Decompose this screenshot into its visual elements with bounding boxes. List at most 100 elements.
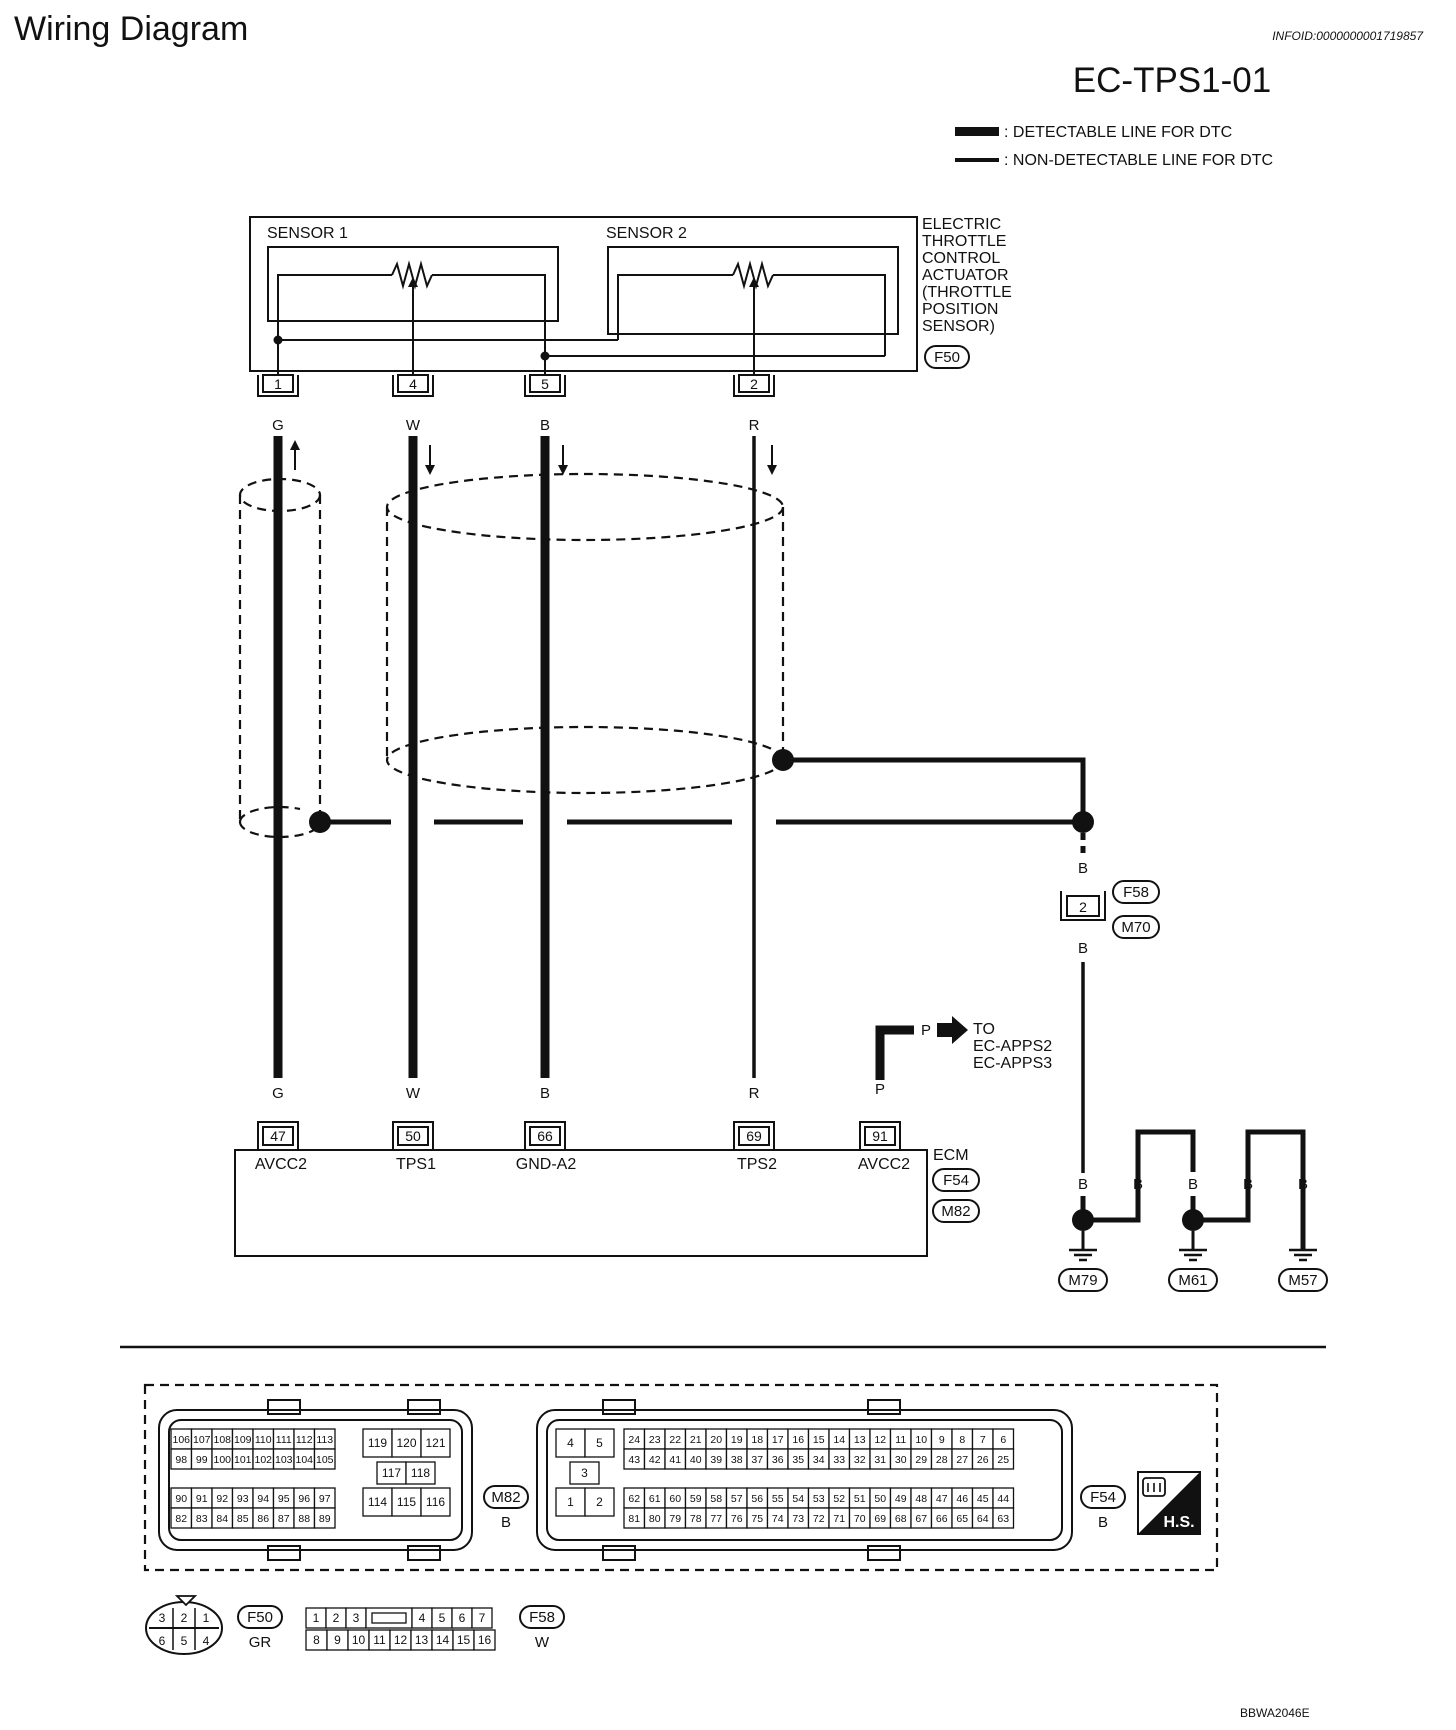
connector-cavity: 42 [643, 1448, 666, 1470]
sensor2-loop [617, 274, 733, 340]
connector-cavity: 10 [910, 1428, 933, 1450]
connector-cavity-label: 3 [159, 1611, 166, 1625]
svg-text:40: 40 [690, 1454, 702, 1466]
connector-cavity: 96 [293, 1487, 316, 1509]
svg-text:3: 3 [353, 1611, 360, 1625]
connector-cavity: 1 [305, 1607, 327, 1629]
connector-cavity: 25 [992, 1448, 1015, 1470]
ecm: 47 50 66 69 91 AVCC2 TPS1 GND-A2 TPS2 AV… [234, 1121, 980, 1257]
connector-cavity: 51 [848, 1487, 871, 1509]
svg-text:2: 2 [596, 1495, 603, 1509]
connector-cavity: 12 [869, 1428, 892, 1450]
svg-text:42: 42 [649, 1454, 661, 1466]
svg-text:62: 62 [628, 1493, 640, 1505]
svg-text:109: 109 [234, 1434, 252, 1446]
wire-color-r-top: R [749, 417, 760, 434]
svg-text:75: 75 [751, 1513, 763, 1525]
svg-text:106: 106 [172, 1434, 190, 1446]
svg-text:98: 98 [175, 1454, 187, 1466]
connector-cavity: 107 [190, 1428, 213, 1450]
connector-cavity: 82 [170, 1507, 193, 1529]
svg-text:19: 19 [731, 1434, 743, 1446]
connector-cavity: 72 [807, 1507, 830, 1529]
connector-cavity: 30 [889, 1448, 912, 1470]
svg-text:4: 4 [419, 1611, 426, 1625]
ground-m79-dot [1072, 1209, 1094, 1231]
wire-color-b-bottom: B [540, 1085, 550, 1102]
svg-text:50: 50 [874, 1493, 886, 1505]
ecm-signal-tps2: TPS2 [737, 1156, 777, 1173]
svg-text:39: 39 [710, 1454, 722, 1466]
connector-cavity: 100 [211, 1448, 234, 1470]
f50-view-label: F50 [247, 1609, 273, 1626]
connector-cavity: 24 [623, 1428, 646, 1450]
connector-cavity: 93 [231, 1487, 254, 1509]
connector-cavity-label: 6 [159, 1634, 166, 1648]
connector-cavity: 15 [807, 1428, 830, 1450]
connector-cavity: 20 [705, 1428, 728, 1450]
svg-text:69: 69 [746, 1128, 762, 1144]
svg-text:7: 7 [980, 1434, 986, 1446]
svg-text:102: 102 [254, 1454, 272, 1466]
connector-cavity: 84 [211, 1507, 234, 1529]
connector-cavity: 116 [420, 1487, 451, 1517]
svg-text:83: 83 [196, 1513, 208, 1525]
joint-connector-b-label: M70 [1121, 919, 1150, 936]
connector-cavity: 79 [664, 1507, 687, 1529]
svg-text:52: 52 [833, 1493, 845, 1505]
connector-cavity: 70 [848, 1507, 871, 1529]
connector-cavity: 90 [170, 1487, 193, 1509]
svg-text:100: 100 [213, 1454, 231, 1466]
svg-text:32: 32 [854, 1454, 866, 1466]
connector-cavity: 57 [725, 1487, 748, 1509]
connector-cavity: 53 [807, 1487, 830, 1509]
connector-cavity: 12 [389, 1629, 412, 1651]
svg-text:36: 36 [772, 1454, 784, 1466]
page-title: Wiring Diagram [14, 10, 248, 48]
svg-text:81: 81 [628, 1513, 640, 1525]
sensor1-label: SENSOR 1 [267, 225, 348, 242]
wire-color-b-top: B [540, 417, 550, 434]
svg-text:76: 76 [731, 1513, 743, 1525]
connector-cavity: 118 [405, 1461, 436, 1485]
connector-cavity: 13 [848, 1428, 871, 1450]
svg-text:14: 14 [833, 1434, 845, 1446]
svg-text:66: 66 [537, 1128, 553, 1144]
connector-cavity: 44 [992, 1487, 1015, 1509]
svg-text:50: 50 [405, 1128, 421, 1144]
svg-text:86: 86 [257, 1513, 269, 1525]
footer-code: BBWA2046E [1240, 1706, 1310, 1720]
actuator-label-line-5: (THROTTLE [922, 284, 1012, 301]
svg-text:12: 12 [874, 1434, 886, 1446]
connector-cavity: 117 [376, 1461, 407, 1485]
connector-cavity: 27 [951, 1448, 974, 1470]
svg-text:8: 8 [313, 1633, 320, 1647]
svg-text:4: 4 [409, 376, 417, 392]
connector-cavity: 94 [252, 1487, 275, 1509]
connector-cavity-label: 2 [181, 1611, 188, 1625]
connector-cavity: 10 [347, 1629, 370, 1651]
ground-m79-label: M79 [1068, 1272, 1097, 1289]
sensor2-label: SENSOR 2 [606, 225, 687, 242]
svg-text:71: 71 [833, 1513, 845, 1525]
svg-text:59: 59 [690, 1493, 702, 1505]
connector-cavity: 56 [746, 1487, 769, 1509]
drain-junction-dot [1072, 811, 1094, 833]
m82-view-label: M82 [491, 1489, 520, 1506]
connector-cavity: 23 [643, 1428, 666, 1450]
wire-color-w-top: W [406, 417, 421, 434]
connector-cavity: 76 [725, 1507, 748, 1529]
actuator-pin-4: 4 [392, 374, 434, 397]
ground-m57: M57 [1278, 1248, 1328, 1292]
svg-text:26: 26 [977, 1454, 989, 1466]
legend-detectable-label: : DETECTABLE LINE FOR DTC [1004, 124, 1232, 141]
ground-symbol-icon [1179, 1248, 1207, 1262]
svg-text:51: 51 [854, 1493, 866, 1505]
actuator-pins: 1 4 5 2 [257, 374, 775, 397]
svg-text:61: 61 [649, 1493, 661, 1505]
connector-cavity: 39 [705, 1448, 728, 1470]
connector-cavity: 83 [190, 1507, 213, 1529]
wire-color-p-bottom: P [875, 1081, 885, 1098]
svg-text:12: 12 [394, 1633, 408, 1647]
